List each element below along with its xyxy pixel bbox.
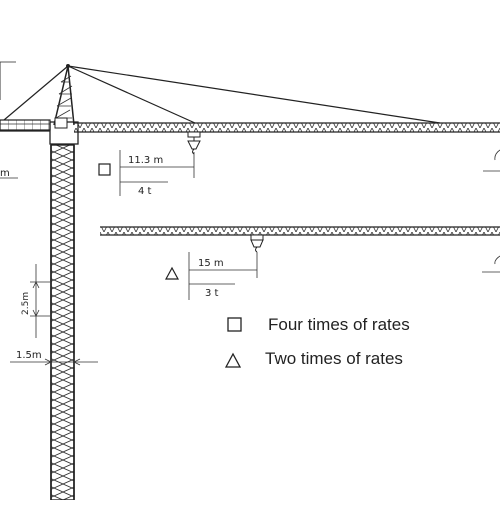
mast-section-height-dimension: 2.5m	[21, 264, 50, 338]
legend-label-four-times: Four times of rates	[268, 315, 410, 334]
legend-label-two-times: Two times of rates	[265, 349, 403, 368]
mast-section-height-label: 2.5m	[21, 292, 31, 315]
lower-load-label: 3 t	[205, 288, 219, 299]
lower-condition-triangle-marker	[164, 266, 180, 280]
lower-hook	[250, 234, 264, 253]
tie-lines	[3, 65, 441, 124]
upper-hook	[187, 131, 201, 155]
legend-square-marker	[227, 317, 242, 332]
right-edge-fragments	[482, 149, 500, 273]
main-jib	[74, 122, 500, 133]
left-cut-label: m	[0, 168, 10, 179]
lower-jib	[100, 226, 500, 236]
lower-load-annotation: 15 m 3 t	[164, 252, 258, 300]
upper-distance-label: 11.3 m	[128, 155, 163, 166]
left-edge-dimension: m	[0, 61, 18, 179]
legend: Four times of rates Two times of rates	[224, 315, 410, 368]
mast-section-width-label: 1.5m	[16, 350, 42, 361]
upper-condition-square-marker	[98, 163, 111, 176]
mast	[50, 144, 75, 501]
lower-distance-label: 15 m	[198, 258, 224, 269]
legend-triangle-marker	[224, 352, 242, 368]
counter-jib	[0, 119, 51, 132]
upper-load-annotation: 11.3 m 4 t	[98, 150, 195, 197]
upper-load-label: 4 t	[138, 186, 152, 197]
cat-head	[49, 64, 79, 145]
mast-section-width-dimension: 1.5m	[10, 350, 98, 370]
